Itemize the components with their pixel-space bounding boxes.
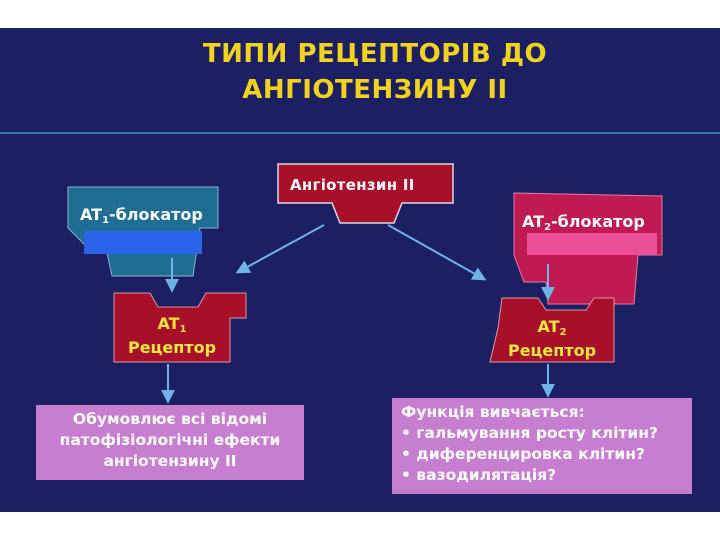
at1-receptor-label: AT1 Рецептор — [114, 313, 230, 358]
at2-receptor-line-1: AT2 — [492, 316, 612, 340]
at2-function-line-4: • вазодилятація? — [401, 466, 557, 484]
at1-blocker-subscript: 1 — [102, 215, 109, 227]
at1-effects-box: Обумовлює всі відомі патофізіологічні еф… — [36, 405, 304, 480]
at2-receptor-label: AT2 Рецептор — [492, 316, 612, 361]
arrow-angiotensin-to-at1 — [235, 224, 325, 274]
at1-receptor-line-1: AT1 — [114, 313, 230, 337]
at2-blocker-label: AT2-блокатор — [522, 212, 645, 234]
at2-receptor-shape — [489, 297, 615, 363]
at2-blocker-prefix: AT — [522, 212, 545, 231]
title-divider — [0, 132, 720, 134]
at1-receptor-prefix: AT — [157, 314, 180, 333]
at2-function-box: Функція вивчається: • гальмування росту … — [392, 398, 692, 494]
at2-function-line-2: • гальмування росту клітин? — [401, 424, 658, 442]
at2-function-line-1: Функція вивчається: — [401, 403, 585, 421]
arrow-angiotensin-to-at2 — [387, 224, 487, 281]
slide-title: ТИПИ РЕЦЕПТОРІВ ДО АНГІОТЕНЗИНУ ІІ — [125, 36, 625, 108]
title-line-2: АНГІОТЕНЗИНУ ІІ — [242, 75, 508, 105]
at2-receptor-subscript: 2 — [559, 327, 567, 339]
at2-receptor-line-2: Рецептор — [507, 341, 597, 360]
angiotensin-shape — [277, 163, 454, 224]
at2-blocker-pink-bar — [527, 233, 657, 255]
diagram-shapes — [67, 163, 663, 404]
at1-effects-line-3: ангіотензину ІІ — [103, 452, 237, 470]
at1-blocker-label: AT1-блокатор — [80, 205, 203, 227]
angiotensin-label: Ангіотензин ІІ — [290, 176, 415, 194]
at1-effects-line-2: патофізіологічні ефекти — [59, 431, 281, 449]
at1-receptor-shape — [113, 292, 247, 363]
slide: ТИПИ РЕЦЕПТОРІВ ДО АНГІОТЕНЗИНУ ІІ Ангіо… — [0, 28, 720, 512]
at2-receptor-prefix: AT — [537, 317, 560, 336]
at1-receptor-subscript: 1 — [179, 324, 187, 336]
at1-blocker-suffix: -блокатор — [108, 205, 203, 224]
at2-function-line-3: • диференцировка клітин? — [401, 445, 645, 463]
at1-blocker-prefix: AT — [80, 205, 103, 224]
at2-blocker-subscript: 2 — [544, 222, 551, 234]
at1-blocker-blue-bar — [84, 231, 202, 254]
at2-blocker-suffix: -блокатор — [550, 212, 645, 231]
at1-effects-line-1: Обумовлює всі відомі — [72, 410, 268, 428]
at1-receptor-line-2: Рецептор — [127, 338, 217, 357]
title-line-1: ТИПИ РЕЦЕПТОРІВ ДО — [202, 39, 548, 69]
